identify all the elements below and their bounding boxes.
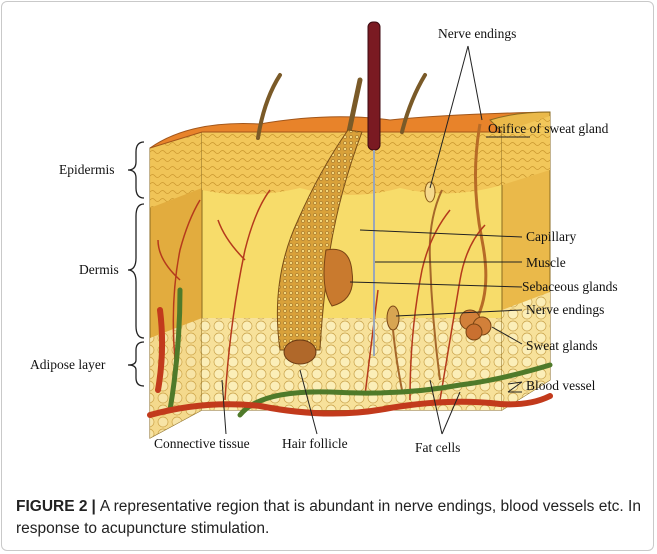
caption-separator: | <box>91 498 95 515</box>
label-orifice-of-sweat-gland: Orifice of sweat gland <box>488 121 609 136</box>
label-muscle: Muscle <box>526 255 566 270</box>
label-capillary: Capillary <box>526 229 576 244</box>
skin-diagram-panel: Epidermis Dermis Adipose layer Nerve end… <box>30 20 628 470</box>
label-sweat-glands: Sweat glands <box>526 338 598 353</box>
label-fat-cells: Fat cells <box>415 440 460 455</box>
label-connective-tissue: Connective tissue <box>154 436 250 451</box>
label-epidermis: Epidermis <box>59 162 115 177</box>
figure-number: FIGURE 2 <box>16 498 87 515</box>
skin-cross-section-diagram: Epidermis Dermis Adipose layer Nerve end… <box>30 20 628 470</box>
label-nerve-endings-mid: Nerve endings <box>526 302 604 317</box>
label-adipose-layer: Adipose layer <box>30 357 106 372</box>
label-dermis: Dermis <box>79 262 119 277</box>
caption-text: A representative region that is abundant… <box>16 498 641 537</box>
label-nerve-endings-top: Nerve endings <box>438 26 516 41</box>
figure-caption: FIGURE 2|A representative region that is… <box>16 496 641 540</box>
label-hair-follicle: Hair follicle <box>282 436 348 451</box>
label-blood-vessel: Blood vessel <box>526 378 596 393</box>
layer-braces <box>128 142 144 386</box>
label-sebaceous-glands: Sebaceous glands <box>522 279 618 294</box>
